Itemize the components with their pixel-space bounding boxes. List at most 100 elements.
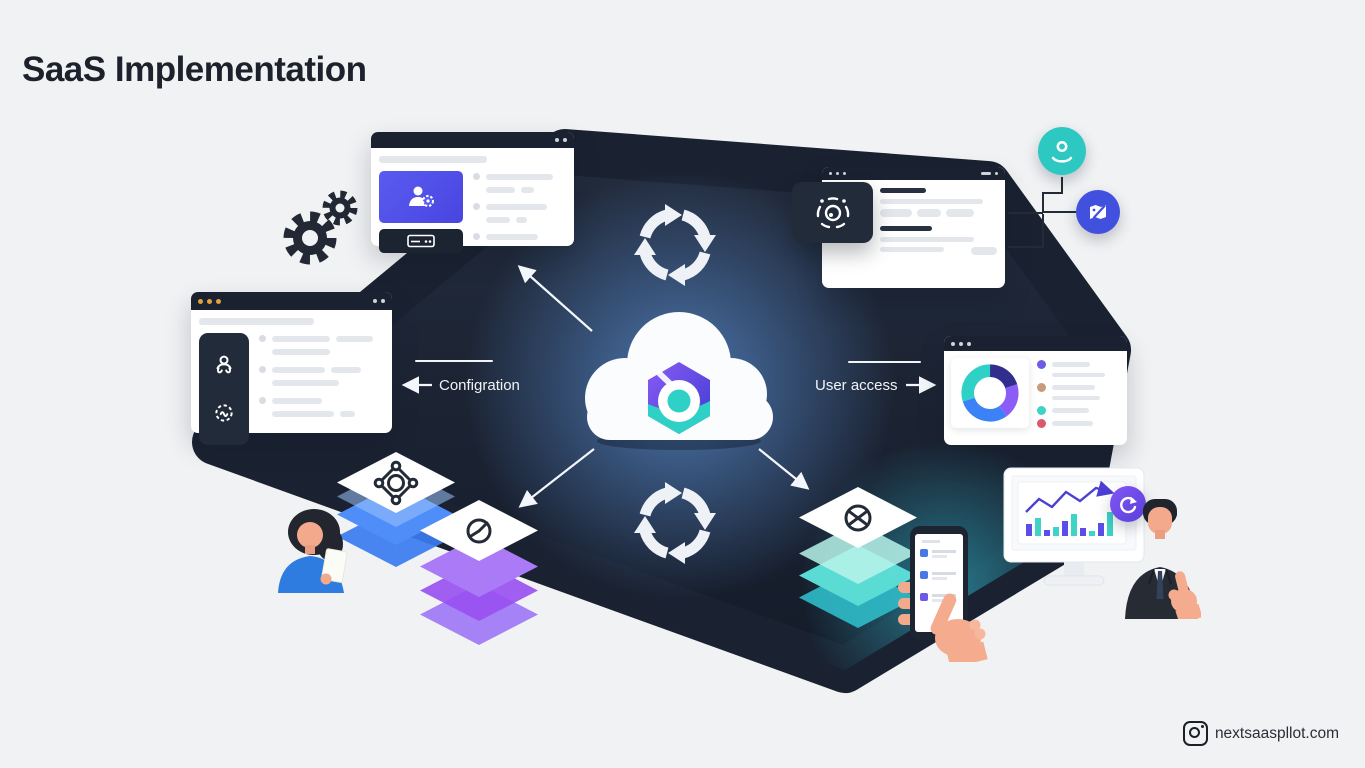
skeleton-line: [272, 411, 334, 417]
list-bullet: [473, 173, 480, 180]
skeleton-line: [335, 335, 373, 342]
phone-in-hand: [898, 526, 988, 662]
watermark: nextsaaspllot.com: [1182, 721, 1339, 746]
user-settings-card: [379, 171, 463, 223]
window-dot: [563, 138, 567, 142]
skeleton-line: [272, 380, 340, 386]
window-dot: [967, 341, 971, 346]
window-dot: [216, 298, 221, 304]
deployment-map-badge: [1076, 190, 1120, 234]
skeleton-line: [486, 217, 510, 223]
skeleton-line: [486, 187, 515, 193]
watermark-text: nextsaaspllot.com: [1214, 724, 1339, 742]
window-user-setup: [371, 132, 574, 253]
pointing-hand: [930, 593, 988, 662]
skeleton-pill: [971, 247, 997, 255]
window-dot: [829, 172, 832, 175]
skeleton-line: [339, 411, 356, 417]
ai-scan-card: [792, 182, 873, 243]
skeleton-line: [1052, 373, 1106, 377]
skeleton-line: [880, 247, 945, 252]
saas-logo-icon: [648, 362, 710, 434]
page-title: SaaS Implementation: [22, 50, 367, 89]
list-bullet: [259, 366, 266, 373]
phone-checklist: [920, 549, 956, 602]
bar-chart: [1025, 480, 1115, 536]
legend-dot: [1037, 383, 1046, 392]
camera-icon: [1182, 721, 1208, 746]
gears-icon: [283, 190, 358, 265]
cloud-platform: [585, 312, 773, 450]
process-gear-icon: [215, 404, 233, 422]
skeleton-line: [199, 318, 314, 325]
window-titlebar: [191, 292, 392, 310]
skeleton-line: [1052, 385, 1096, 390]
window-titlebar: [371, 132, 574, 148]
payment-card-icon: [407, 234, 435, 248]
global-service-icon: [844, 504, 872, 532]
legend-dot: [1037, 406, 1046, 415]
user-settings-icon: [409, 186, 434, 207]
list-bullet: [259, 397, 266, 404]
list-bullet: [473, 203, 480, 210]
skeleton-line: [486, 233, 539, 240]
pointing-hand: [1168, 571, 1201, 619]
person-pin-icon: [1051, 141, 1073, 163]
skeleton-line: [520, 187, 534, 193]
skeleton-pill: [917, 209, 941, 217]
window-dot: [959, 341, 963, 346]
window-dot: [995, 172, 998, 175]
integration-hub-icon: [373, 460, 419, 506]
list-bullet: [259, 335, 266, 342]
skeleton-line: [880, 199, 983, 204]
window-titlebar: [944, 336, 1127, 351]
skeleton-pill: [880, 209, 912, 217]
skeleton-line: [272, 397, 322, 404]
donut-chart: [961, 364, 1019, 422]
skeleton-line: [880, 237, 974, 242]
user-access-label: User access: [815, 377, 898, 394]
map-tools-icon: [1090, 204, 1106, 219]
window-dot: [381, 299, 385, 303]
window-analytics: [944, 336, 1127, 445]
payment-card-tile: [379, 229, 463, 253]
label-overline: [848, 361, 921, 363]
user-avatar-badge: [1038, 127, 1086, 175]
skeleton-line: [1052, 421, 1093, 426]
automation-bot-icon: [216, 355, 232, 374]
window-dot: [373, 299, 377, 303]
window-titlebar: [822, 167, 1005, 180]
skeleton-heading: [880, 188, 926, 193]
window-dot: [836, 172, 839, 175]
data-refresh-icon: [466, 518, 492, 544]
skeleton-line: [516, 217, 528, 223]
skeleton-line: [330, 366, 361, 373]
skeleton-line: [1052, 396, 1100, 400]
window-configuration: [191, 292, 392, 445]
legend-dot: [1037, 360, 1046, 369]
skeleton-line: [486, 173, 553, 180]
woman-illustration: [278, 509, 348, 593]
data-stack-purple: [420, 500, 538, 645]
skeleton-heading: [880, 226, 932, 231]
ai-scan-icon: [816, 196, 849, 228]
desktop-monitor: [1003, 467, 1145, 586]
skeleton-line: [486, 203, 548, 210]
label-overline: [415, 360, 493, 362]
integration-stack-blue: [337, 452, 455, 567]
skeleton-pill: [946, 209, 974, 217]
sync-arrows-icon: [630, 200, 720, 290]
skeleton-line: [272, 366, 325, 373]
window-dot: [198, 298, 203, 304]
man-illustration: [1125, 499, 1201, 619]
configuration-label: Configration: [439, 377, 520, 394]
list-bullet: [473, 233, 480, 240]
window-dot: [951, 341, 955, 346]
skeleton-line: [379, 156, 488, 163]
skeleton-line: [1052, 362, 1091, 367]
sync-arrows-icon: [630, 478, 720, 568]
window-dot: [843, 172, 846, 175]
window-dash: [981, 172, 991, 175]
donut-chart-card: [951, 358, 1029, 428]
